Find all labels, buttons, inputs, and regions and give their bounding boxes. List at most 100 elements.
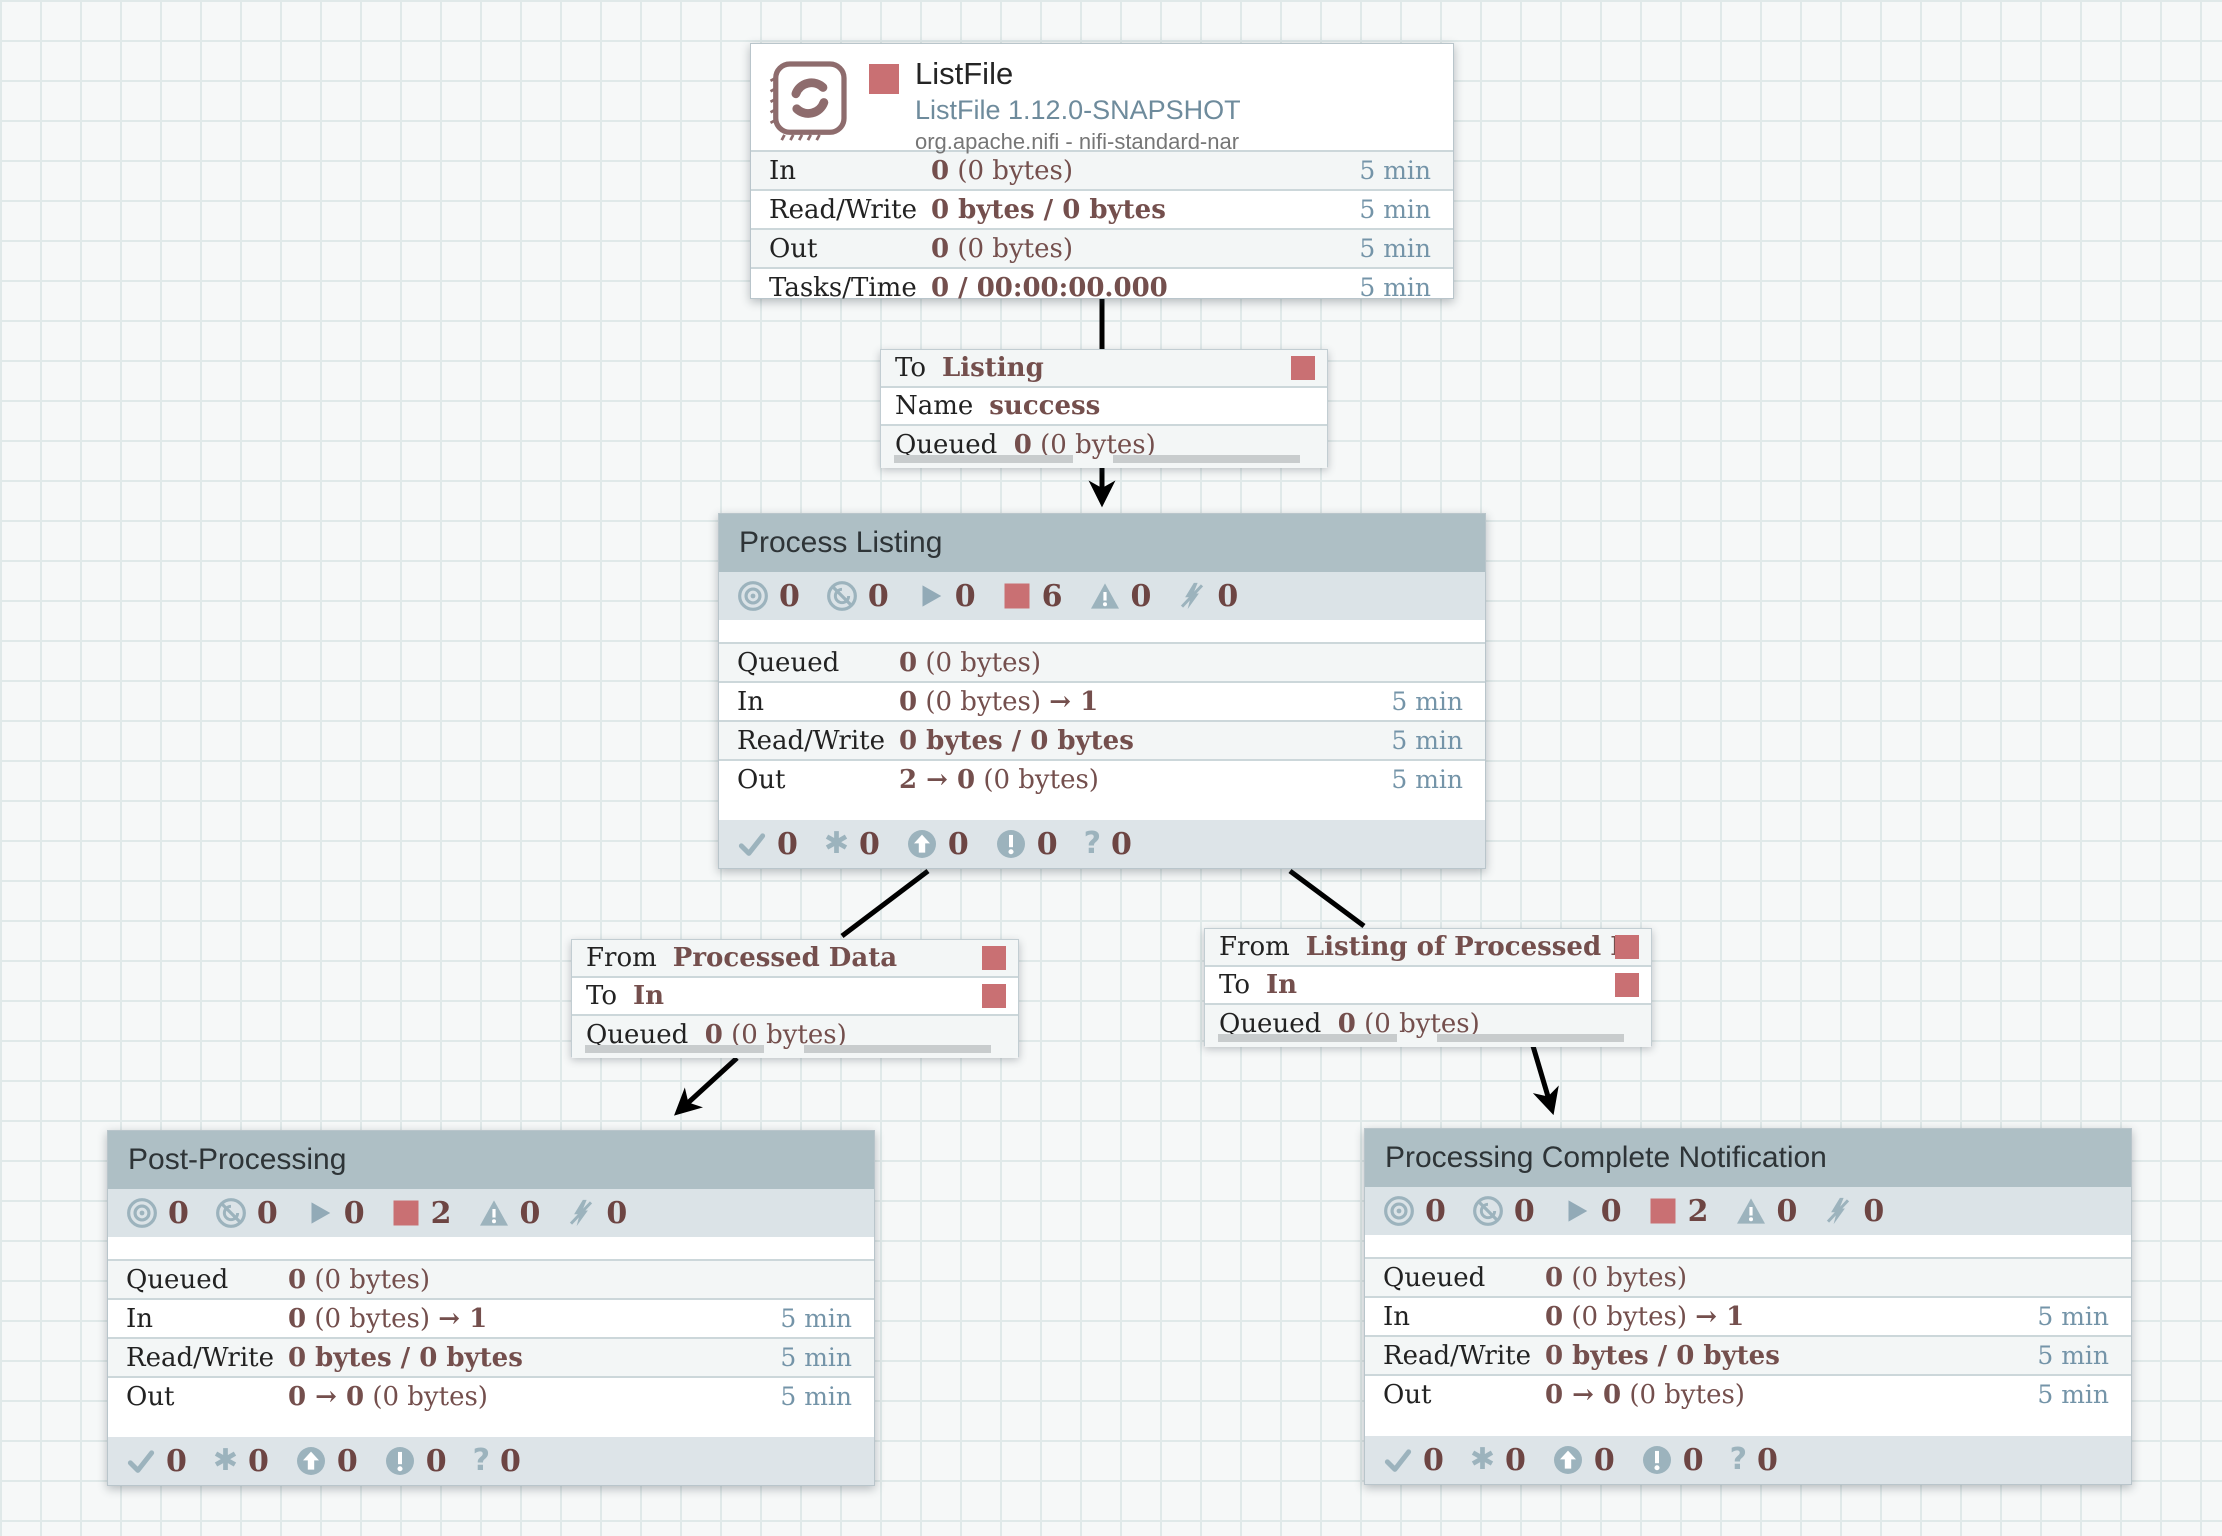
conn-label: To <box>586 981 617 1011</box>
locally-modified-stale-count: 0 <box>1036 826 1058 862</box>
stopped-count: 2 <box>1687 1193 1709 1229</box>
stat-row-in: In 0 (0 bytes) → 1 5 min <box>719 681 1485 720</box>
stat-label: Read/Write <box>769 194 918 225</box>
transmitting-icon <box>737 580 769 612</box>
not-transmitting-icon <box>826 580 858 612</box>
stat-window: 5 min <box>780 1343 852 1372</box>
versioned-flow-status-bar: 0 ✱ 0 0 0 ? 0 <box>1365 1436 2131 1484</box>
stat-label: Queued <box>737 647 840 678</box>
processor-name: ListFile <box>915 56 1014 91</box>
invalid-icon <box>478 1197 510 1229</box>
stat-value: 0 (0 bytes) <box>899 647 1041 678</box>
stat-label: Out <box>769 233 818 264</box>
connection-to-row: To Listing <box>881 350 1327 388</box>
connection-name-row: Name success <box>881 388 1327 426</box>
stat-value: 0 (0 bytes) <box>931 233 1073 264</box>
stopped-state-icon <box>1615 973 1639 997</box>
versioned-flow-status-bar: 0 ✱ 0 0 0 ? 0 <box>108 1437 874 1485</box>
conn-value: Listing of Processed D… <box>1305 932 1615 962</box>
up-to-date-icon <box>737 829 767 859</box>
stat-label: In <box>769 155 797 186</box>
processor-listfile[interactable]: ListFile ListFile 1.12.0-SNAPSHOT org.ap… <box>750 43 1454 303</box>
stat-label: Read/Write <box>737 725 886 756</box>
conn-label: Name <box>895 391 974 421</box>
stopped-icon <box>1002 581 1032 611</box>
disabled-icon <box>1177 581 1207 611</box>
locally-modified-icon: ✱ <box>823 826 850 861</box>
stat-value: 0 (0 bytes) <box>288 1264 430 1295</box>
stopped-count: 6 <box>1041 578 1063 614</box>
locally-modified-icon: ✱ <box>1469 1442 1496 1477</box>
transmitting-count: 0 <box>168 1195 189 1231</box>
sync-failure-icon: ? <box>1083 826 1102 861</box>
stat-window: 5 min <box>1359 156 1431 185</box>
processor-type: ListFile 1.12.0-SNAPSHOT <box>915 94 1241 125</box>
process-group-process-listing[interactable]: Process Listing 0 0 0 6 0 0 Queued 0 (0 … <box>718 513 1486 869</box>
sync-failure-count: 0 <box>1757 1442 1778 1478</box>
conn-label: To <box>1219 970 1250 1000</box>
stat-value: 0 bytes / 0 bytes <box>1545 1340 1780 1371</box>
running-count: 0 <box>954 578 976 614</box>
stat-value: 0 → 0 (0 bytes) <box>1545 1379 1745 1410</box>
stopped-state-icon <box>1291 356 1315 380</box>
stat-row-out: Out 0 → 0 (0 bytes) 5 min <box>1365 1374 2131 1413</box>
up-to-date-count: 0 <box>777 826 798 862</box>
stat-window: 5 min <box>780 1382 852 1411</box>
stat-row-queued: Queued 0 (0 bytes) <box>719 642 1485 681</box>
running-icon <box>915 581 945 611</box>
component-status-bar: 0 0 0 2 0 0 <box>1365 1187 2131 1235</box>
sync-failure-icon: ? <box>472 1443 491 1478</box>
stat-label: In <box>1383 1301 1411 1332</box>
queue-percent-bar <box>585 1045 764 1053</box>
stale-count: 0 <box>1593 1442 1615 1478</box>
sync-failure-count: 0 <box>1111 826 1132 862</box>
connection-to-row: To In <box>1205 967 1651 1005</box>
stopped-state-icon <box>1615 935 1639 959</box>
conn-value: success <box>989 391 1101 421</box>
up-to-date-icon <box>1383 1445 1413 1475</box>
group-stats: Queued 0 (0 bytes) In 0 (0 bytes) → 1 5 … <box>1365 1257 2131 1413</box>
running-count: 0 <box>343 1195 365 1231</box>
disabled-count: 0 <box>606 1195 628 1231</box>
up-to-date-count: 0 <box>166 1443 187 1479</box>
transmitting-count: 0 <box>1425 1193 1446 1229</box>
stopped-icon <box>1648 1196 1678 1226</box>
connection-label-listing-processed[interactable]: From Listing of Processed D… To In Queue… <box>1204 928 1652 1047</box>
disabled-count: 0 <box>1217 578 1239 614</box>
group-title: Processing Complete Notification <box>1365 1129 2131 1187</box>
disabled-icon <box>566 1198 596 1228</box>
conn-label: From <box>586 943 657 973</box>
transmitting-icon <box>126 1197 158 1229</box>
connection-label-to-listing[interactable]: To Listing Name success Queued 0 (0 byte… <box>880 349 1328 468</box>
stat-value: 0 (0 bytes) → 1 <box>1545 1301 1745 1332</box>
queue-size-bar <box>1436 1034 1625 1042</box>
stale-count: 0 <box>947 826 969 862</box>
stat-label: In <box>126 1303 154 1334</box>
group-stats: Queued 0 (0 bytes) In 0 (0 bytes) → 1 5 … <box>108 1259 874 1415</box>
stopped-state-icon <box>869 64 899 94</box>
locally-modified-stale-icon <box>384 1445 416 1477</box>
versioned-flow-status-bar: 0 ✱ 0 0 0 ? 0 <box>719 820 1485 868</box>
not-transmitting-icon <box>215 1197 247 1229</box>
queue-size-bar <box>803 1045 992 1053</box>
stat-row-out: Out 0 (0 bytes) 5 min <box>751 228 1453 267</box>
stat-window: 5 min <box>2037 1302 2109 1331</box>
locally-modified-stale-icon <box>995 828 1027 860</box>
queue-percent-bar <box>1218 1034 1397 1042</box>
conn-value: Processed Data <box>672 943 898 973</box>
conn-value: In <box>632 981 665 1011</box>
disabled-icon <box>1823 1196 1853 1226</box>
stat-row-in: In 0 (0 bytes) 5 min <box>751 150 1453 189</box>
stat-window: 5 min <box>1359 234 1431 263</box>
connection-label-processed-data[interactable]: From Processed Data To In Queued 0 (0 by… <box>571 939 1019 1058</box>
sync-failure-count: 0 <box>500 1443 521 1479</box>
process-group-processing-complete-notification[interactable]: Processing Complete Notification 0 0 0 2… <box>1364 1128 2132 1485</box>
process-group-post-processing[interactable]: Post-Processing 0 0 0 2 0 0 Queued 0 (0 … <box>107 1130 875 1486</box>
invalid-icon <box>1089 580 1121 612</box>
stale-icon <box>906 828 938 860</box>
stat-row-readwrite: Read/Write 0 bytes / 0 bytes 5 min <box>1365 1335 2131 1374</box>
locally-modified-stale-icon <box>1641 1444 1673 1476</box>
stat-row-queued: Queued 0 (0 bytes) <box>1365 1257 2131 1296</box>
stopped-state-icon <box>982 946 1006 970</box>
